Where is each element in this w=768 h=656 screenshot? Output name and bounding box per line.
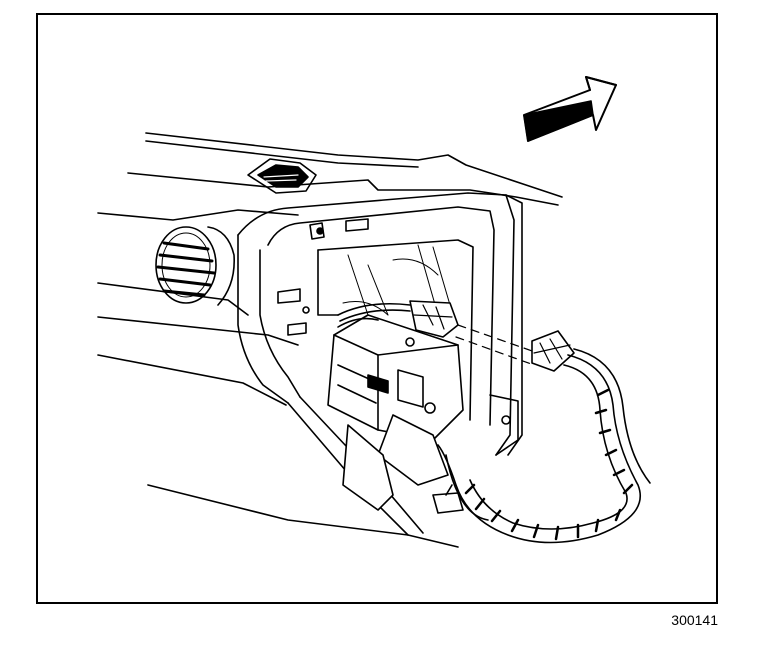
mating-connector bbox=[532, 331, 574, 371]
instrument-panel bbox=[238, 193, 522, 455]
diagram-frame bbox=[36, 13, 718, 604]
illustration bbox=[38, 15, 720, 606]
wiring-harness bbox=[438, 349, 650, 543]
harness-connector bbox=[338, 301, 458, 337]
instrument-panel bbox=[456, 337, 534, 365]
arrow-icon bbox=[524, 77, 616, 141]
instrument-panel bbox=[458, 325, 538, 353]
vent-grille bbox=[156, 227, 234, 305]
figure-id-label: 300141 bbox=[671, 612, 718, 628]
electrical-module bbox=[328, 315, 463, 513]
defrost-outlet bbox=[248, 159, 316, 193]
